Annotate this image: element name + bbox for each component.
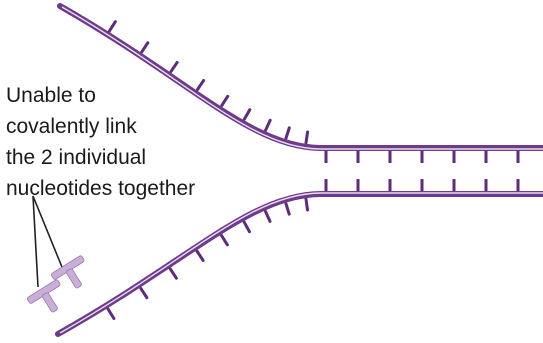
lower-strand-base	[304, 197, 310, 212]
upper-strand-highlight	[61, 6, 543, 150]
nucleotide-upper	[50, 255, 85, 289]
pointer-line-right	[32, 195, 65, 273]
upper-strand-base	[304, 130, 310, 145]
upper-strand-base	[242, 108, 252, 121]
lower-template-strand	[55, 191, 543, 337]
upper-strand-base	[169, 60, 179, 74]
annotation-pointer	[32, 195, 65, 288]
unlinked-nucleotides	[26, 255, 85, 313]
annotation-label: Unable to covalently link the 2 individu…	[6, 80, 195, 204]
upper-strand-base	[195, 78, 206, 92]
lower-strand-base	[284, 202, 291, 216]
lower-strand-base	[264, 209, 272, 223]
lower-strand-base	[220, 234, 229, 247]
annotation-line-4: nucleotides together	[6, 177, 196, 200]
lower-strand-base	[106, 307, 116, 320]
lower-strand-base	[242, 220, 252, 234]
lower-strand-base	[168, 267, 178, 280]
annotation-line-3: the 2 individual	[6, 146, 147, 169]
annotation-line-1: Unable to	[6, 84, 96, 107]
upper-strand-base	[264, 118, 272, 132]
upper-strand-base	[220, 94, 230, 108]
lower-strand-highlight	[59, 192, 543, 334]
lower-strand-base	[139, 286, 149, 300]
pointer-line-left	[32, 195, 39, 288]
upper-strand-base	[107, 20, 117, 33]
duplex-base-pairs	[324, 151, 520, 191]
lower-strand-bases	[106, 197, 310, 320]
upper-strand-base	[284, 126, 291, 140]
annotation-line-2: covalently link	[6, 115, 137, 138]
upper-strand-base	[140, 41, 150, 54]
upper-strand-bases	[107, 20, 310, 145]
lower-strand-base	[195, 249, 205, 262]
nucleotide-lower	[26, 279, 61, 313]
